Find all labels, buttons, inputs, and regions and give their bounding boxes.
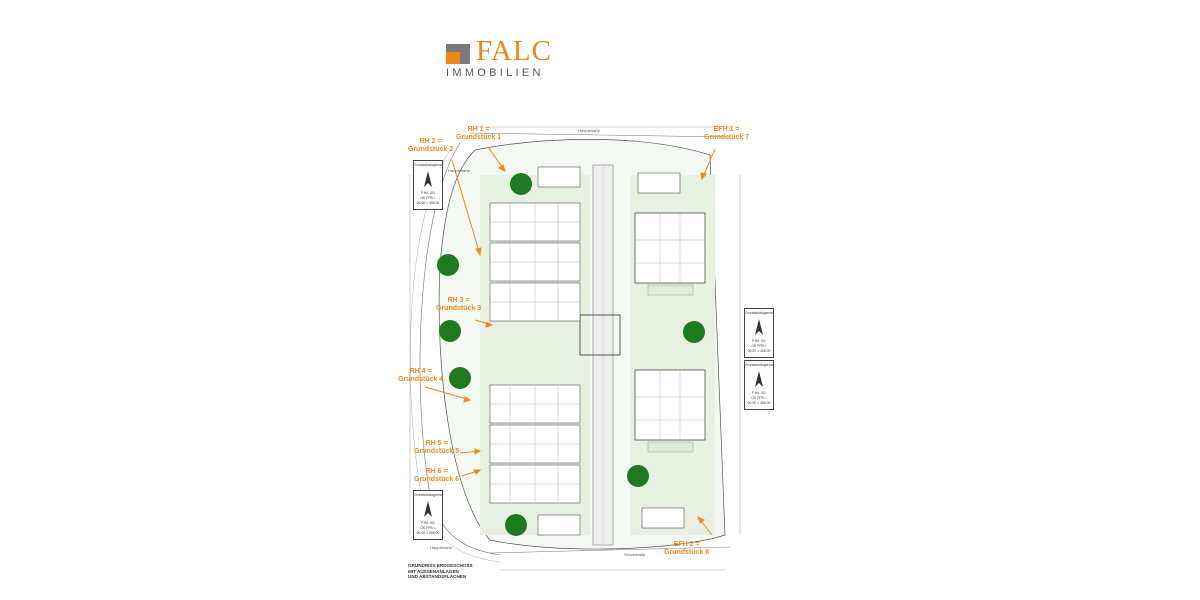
garage-bottom-right bbox=[641, 507, 685, 529]
label-rh2: RH 2 = Grundstück 2 bbox=[408, 138, 454, 153]
label-rh6: RH 6 = Grundstück 6 bbox=[414, 468, 460, 483]
trees bbox=[437, 173, 705, 536]
compass-box-right-low: Grundstücksgrenze P.Hö. 0/1 OK FFB = 00.… bbox=[744, 360, 774, 410]
logo-mark-icon bbox=[446, 44, 470, 64]
garage-bottom-left bbox=[537, 514, 581, 536]
logo-subtitle: IMMOBILIEN bbox=[446, 67, 544, 79]
terrace-efh2 bbox=[647, 441, 694, 453]
plan-caption: GRUNDRISS ERDGESCHOSS MIT AUSSENANLAGEN … bbox=[408, 563, 473, 579]
tree-6 bbox=[627, 465, 649, 487]
street-left: Hauptstraße bbox=[448, 168, 471, 173]
falc-logo: FALC IMMOBILIEN bbox=[446, 35, 556, 80]
street-bottom: Schulstraße bbox=[624, 552, 646, 557]
street-bottom-left: Hauptstraße bbox=[430, 545, 453, 550]
north-arrow-icon bbox=[755, 319, 763, 335]
north-arrow-icon bbox=[424, 501, 432, 517]
tree-3 bbox=[439, 320, 461, 342]
label-rh4: RH 4 = Grundstück 4 bbox=[398, 368, 444, 383]
garage-top-right bbox=[637, 172, 681, 194]
label-arrows bbox=[424, 146, 716, 536]
garage-top-left bbox=[537, 166, 581, 188]
terrace-efh1 bbox=[647, 284, 694, 296]
label-efh1: EFH 1 = Grundstück 7 bbox=[704, 126, 750, 141]
label-rh1: RH 1 = Grundstück 1 bbox=[456, 126, 502, 141]
street-top: Hauptstraße bbox=[578, 128, 601, 133]
compass-box-left-bottom: Grundstücksgrenze P.Hö. 0/1 OK FFB = 00.… bbox=[413, 490, 443, 540]
efh-2-house bbox=[634, 369, 706, 441]
bottom-road-line bbox=[489, 546, 731, 554]
tree-2 bbox=[437, 254, 459, 276]
label-rh5: RH 5 = Grundstück 5 bbox=[414, 440, 460, 455]
tree-1 bbox=[510, 173, 532, 195]
efh-1-house bbox=[634, 212, 706, 284]
tree-5 bbox=[683, 321, 705, 343]
site-plan bbox=[409, 126, 741, 571]
compass-box-left-top: Grundstücksgrenze P.Hö. 0/1 OK FFB = 00.… bbox=[413, 160, 443, 210]
north-arrow-icon bbox=[424, 171, 432, 187]
north-arrow-icon bbox=[755, 371, 763, 387]
label-rh3: RH 3 = Grundstück 3 bbox=[436, 297, 482, 312]
tree-4 bbox=[449, 367, 471, 389]
label-efh2: EFH 2 = Grundstück 8 bbox=[664, 541, 710, 556]
compass-box-right-mid: Grundstücksgrenze P.Hö. 0/1 OK FFB = 00.… bbox=[744, 308, 774, 358]
top-road-line bbox=[469, 132, 731, 138]
parking-block bbox=[579, 314, 621, 356]
tree-7 bbox=[505, 514, 527, 536]
logo-brand: FALC bbox=[476, 35, 552, 67]
